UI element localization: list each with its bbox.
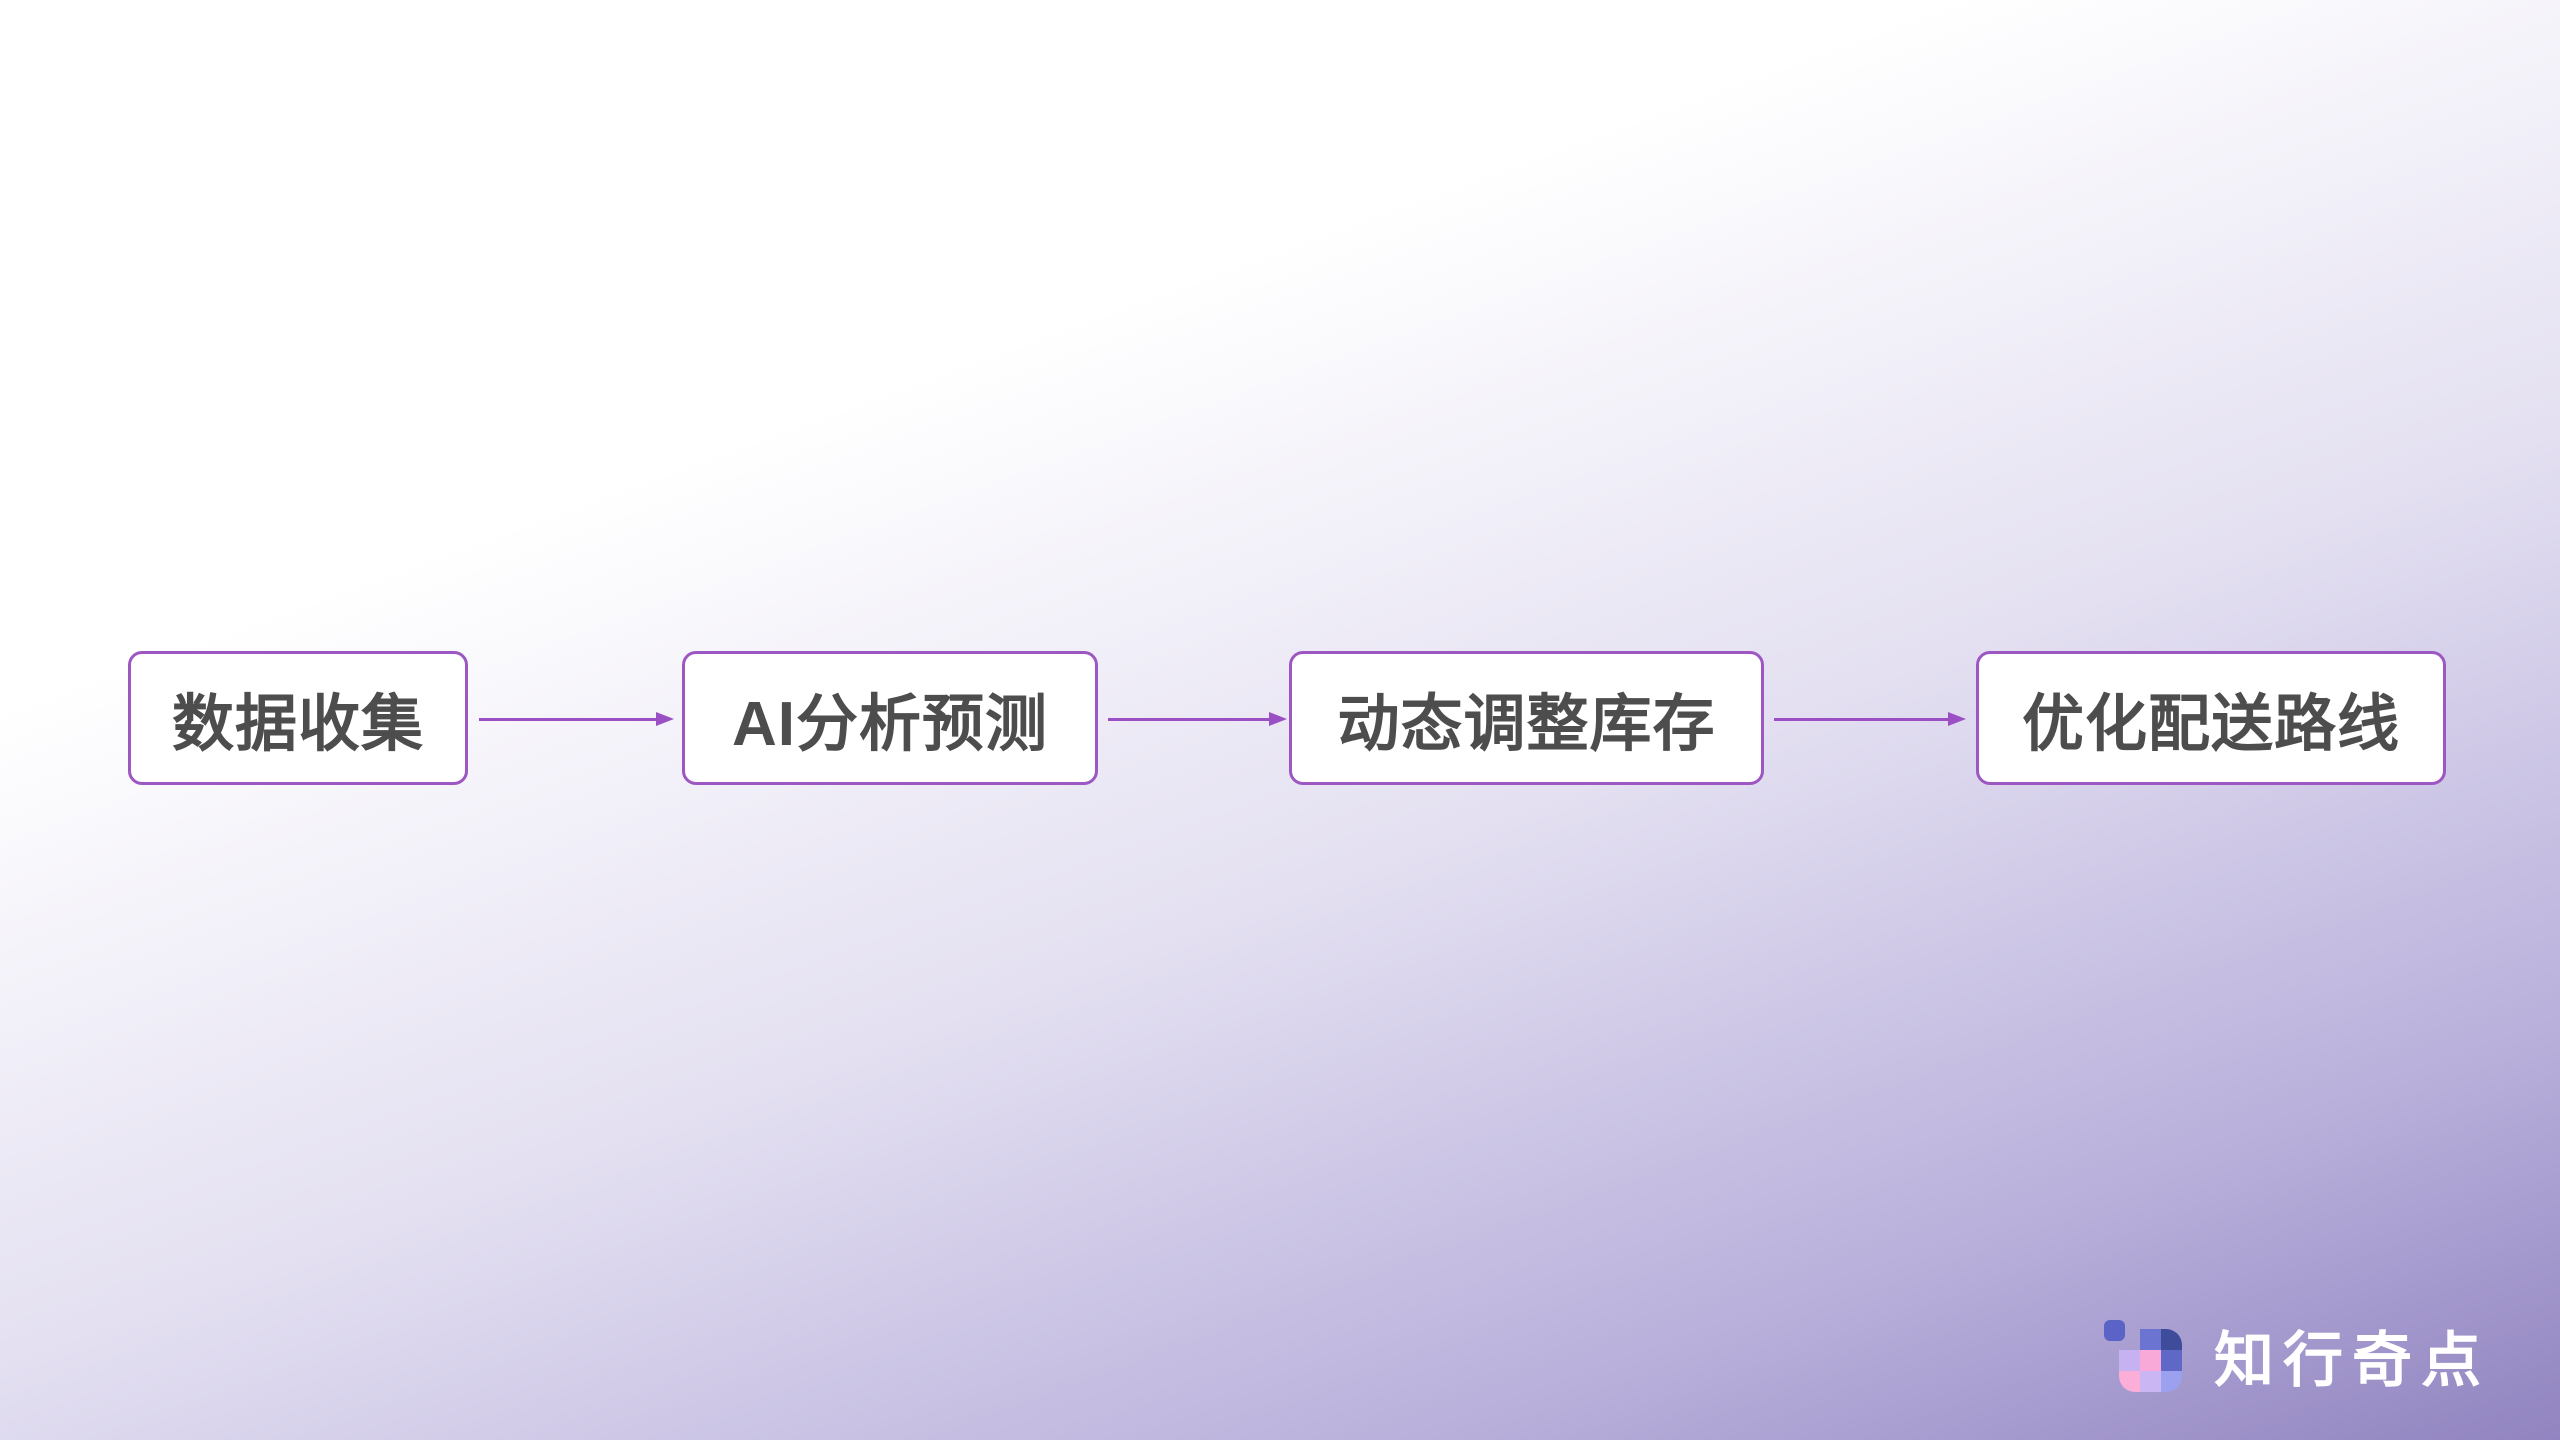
arrow-line <box>1108 717 1275 721</box>
logo-cell <box>2140 1370 2161 1392</box>
flow-node-label: AI分析预测 <box>731 690 1048 759</box>
brand-logo-text: 知行奇点 <box>2214 1327 2490 1394</box>
flow-arrow-1 <box>479 711 674 727</box>
logo-cell <box>2140 1328 2161 1350</box>
flow-node-inventory-adjust: 动态调整库存 <box>1289 651 1764 785</box>
logo-grid-icon <box>2119 1328 2182 1392</box>
flow-arrow-2 <box>1108 711 1287 727</box>
flow-node-label: 动态调整库存 <box>1337 690 1716 759</box>
logo-cell <box>2140 1349 2161 1371</box>
logo-cell <box>2161 1349 2182 1371</box>
logo-cell <box>2119 1349 2140 1371</box>
flow-node-label: 数据收集 <box>171 690 424 759</box>
brand-logo: 知行奇点 <box>2100 1312 2490 1399</box>
brand-logo-icon <box>2100 1316 2184 1396</box>
arrow-head-icon <box>656 712 674 726</box>
logo-cell <box>2119 1370 2140 1392</box>
arrow-line <box>1774 717 1954 721</box>
flow-node-ai-analysis: AI分析预测 <box>682 651 1098 785</box>
flow-node-data-collection: 数据收集 <box>128 651 468 785</box>
arrow-line <box>479 717 662 721</box>
logo-cell <box>2161 1370 2182 1392</box>
flow-node-route-optimize: 优化配送路线 <box>1976 651 2446 785</box>
flow-node-label: 优化配送路线 <box>2021 690 2400 759</box>
arrow-head-icon <box>1948 712 1966 726</box>
arrow-head-icon <box>1269 712 1287 726</box>
logo-detached-cell <box>2104 1319 2125 1341</box>
logo-cell <box>2161 1328 2182 1350</box>
flow-arrow-3 <box>1774 711 1966 727</box>
